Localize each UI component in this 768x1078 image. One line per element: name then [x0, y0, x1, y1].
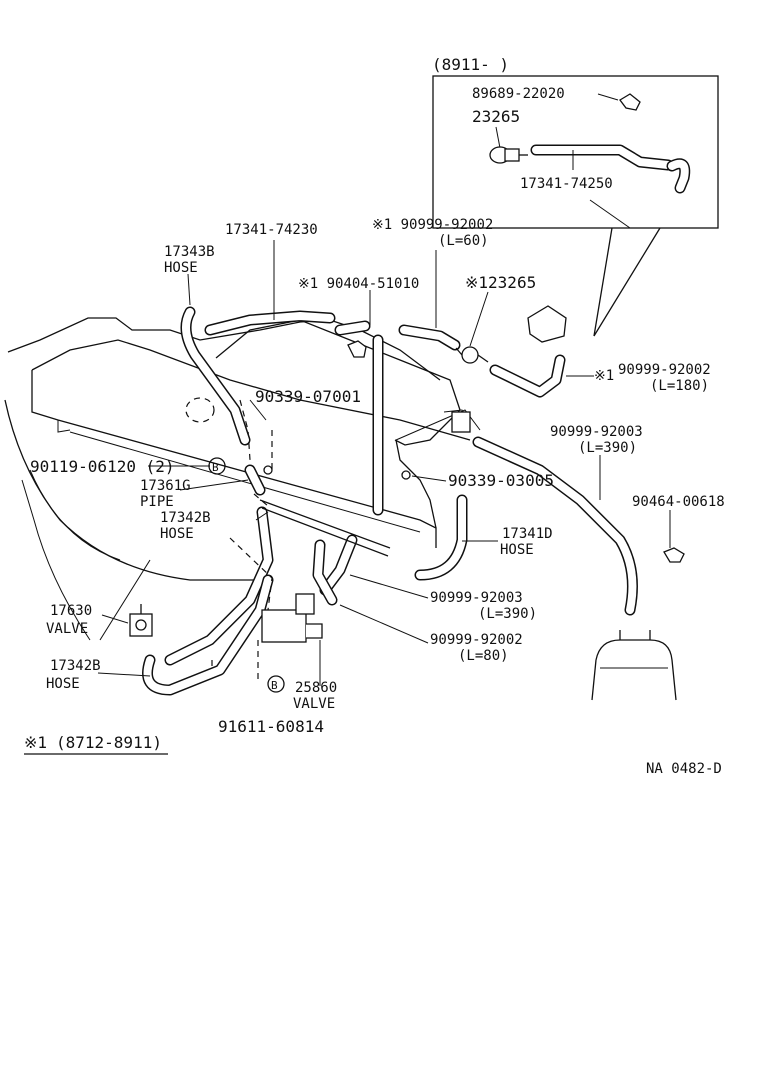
label-90404-51010: ※1 90404-51010 — [298, 276, 419, 292]
label-90339-03005: 90339-03005 — [448, 471, 554, 490]
label-90999-92002-l80-number: 90999-92002 — [430, 632, 523, 648]
svg-text:B: B — [212, 461, 219, 474]
inset-range-label: (8911- ) — [432, 55, 509, 74]
label-90999-92003-l390-lower-length: (L=390) — [478, 606, 537, 622]
inset-hose-17341-74250 — [530, 144, 691, 194]
engine-body — [4, 317, 481, 641]
label-17341-74230: 17341-74230 — [225, 222, 318, 238]
drawing-code: NA 0482-D — [646, 761, 722, 777]
label-17341d-number: 17341D — [502, 526, 553, 542]
footnote-mark: ※1 — [24, 733, 47, 752]
label-90999-92003-l390-right-length: (L=390) — [578, 440, 637, 456]
inset-pointer-left — [593, 227, 613, 337]
inset-pointer-right — [593, 227, 661, 337]
label-90999-92002-l180-number: 90999-92002 — [618, 362, 711, 378]
inset-hose-number: 17341-74250 — [520, 176, 613, 192]
label-90999-92002-l80-length: (L=80) — [458, 648, 509, 664]
label-91611-60814: 91611-60814 — [218, 717, 324, 736]
footnote-range: (8712-8911) — [56, 733, 162, 752]
label-90999-92002-l180-mark: ※1 — [594, 368, 614, 384]
inset-vsv-number: 23265 — [472, 107, 520, 126]
label-17630-name: VALVE — [46, 621, 88, 637]
bolt-ref-b2-marker: B — [267, 675, 285, 693]
label-17630-number: 17630 — [50, 603, 92, 619]
canister-icon — [527, 305, 567, 343]
footnote: ※1 (8712-8911) — [24, 733, 168, 755]
label-90999-92002-l180-length: (L=180) — [650, 378, 709, 394]
inset-clip-number: 89689-22020 — [472, 86, 565, 102]
clip-icon — [619, 93, 641, 111]
clip-90404-icon — [347, 340, 367, 358]
clip-90464-icon — [663, 547, 685, 563]
label-90464-00618: 90464-00618 — [632, 494, 725, 510]
label-17361g-number: 17361G — [140, 478, 191, 494]
svg-text:B: B — [271, 679, 278, 692]
label-90999-92002-l60-number: ※1 90999-92002 — [372, 217, 493, 233]
label-90999-92002-l60-length: (L=60) — [438, 233, 489, 249]
label-17343b-number: 17343B — [164, 244, 215, 260]
vsv-icon — [489, 146, 528, 164]
label-25860-number: 25860 — [295, 680, 337, 696]
label-90999-92003-l390-right-number: 90999-92003 — [550, 424, 643, 440]
clamp-90339-icon — [263, 465, 273, 475]
label-90119-06120: 90119-06120 (2) — [30, 457, 175, 476]
valve-17630-icon — [129, 604, 153, 637]
label-90999-92003-l390-lower-number: 90999-92003 — [430, 590, 523, 606]
hoses — [142, 306, 638, 696]
leader-lines — [97, 240, 671, 686]
small-parts — [129, 305, 685, 701]
label-90339-07001: 90339-07001 — [255, 387, 361, 406]
valve-25860-icon — [261, 593, 323, 643]
label-vsv-123265: ※123265 — [465, 273, 536, 292]
label-17343b-name: HOSE — [164, 260, 198, 276]
label-17361g-name: PIPE — [140, 494, 174, 510]
label-17342b-upper-name: HOSE — [160, 526, 194, 542]
callout-labels: 17341-74230 17343B HOSE ※1 90999-92002 (… — [30, 217, 725, 736]
label-25860-name: VALVE — [293, 696, 335, 712]
label-17342b-upper-number: 17342B — [160, 510, 211, 526]
vsv-123265-icon — [455, 346, 489, 364]
inset-box: (8911- ) 89689-22020 23265 17341-74250 — [432, 55, 719, 337]
label-17342b-lower-name: HOSE — [46, 676, 80, 692]
label-17341d-name: HOSE — [500, 542, 534, 558]
charcoal-canister-icon — [591, 630, 677, 701]
label-17342b-lower-number: 17342B — [50, 658, 101, 674]
bolt-ref-b-marker: B — [208, 457, 226, 475]
